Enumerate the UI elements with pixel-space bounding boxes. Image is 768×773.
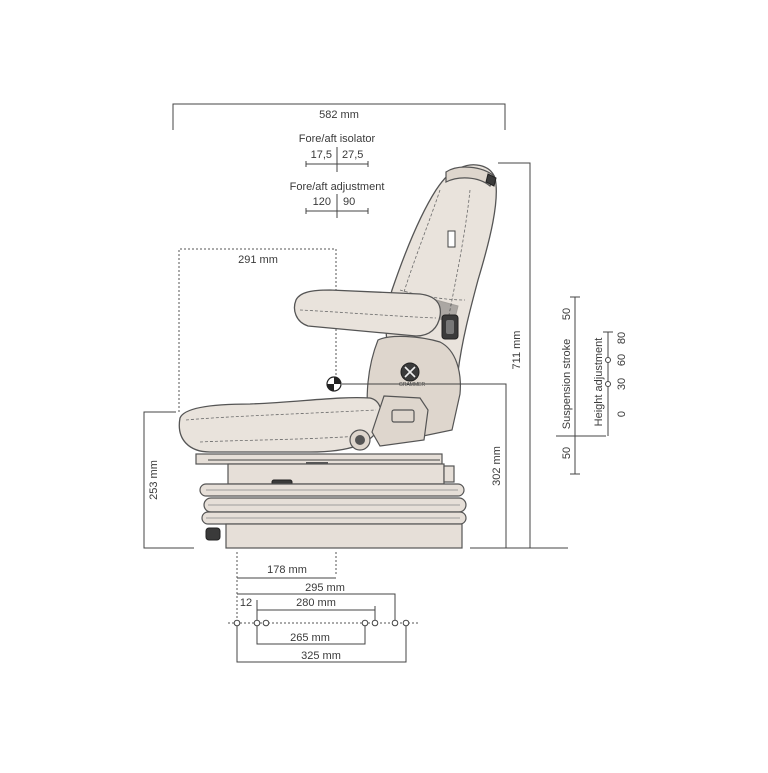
- height-adjustment-label: Height adjustment: [593, 338, 605, 427]
- armrest: [293, 289, 442, 337]
- height-adjustment-value: 30: [616, 378, 628, 390]
- sip-height-label: 302 mm: [491, 446, 503, 486]
- base-box: [225, 523, 463, 549]
- armrest-offset-dimension: 291 mm: [178, 248, 337, 412]
- suspension-top-value: 50: [561, 308, 573, 320]
- seat-illustration: GRAMMER: [178, 164, 497, 549]
- seat-height-dimension: 253 mm: [143, 411, 194, 549]
- overall-width-dimension: 582 mm: [172, 103, 506, 130]
- fore-aft-isolator: Fore/aft isolator 17,5 27,5: [299, 133, 376, 172]
- mount-hole: [391, 619, 399, 627]
- mount-295-label: 295 mm: [305, 582, 345, 594]
- sip-marker: [326, 376, 342, 392]
- mount-325-label: 325 mm: [301, 650, 341, 662]
- suspension-stroke-label: Suspension stroke: [561, 339, 573, 430]
- fore-aft-adjustment-label: Fore/aft adjustment: [290, 181, 385, 193]
- mount-hole: [262, 619, 270, 627]
- mounting-dimensions: 178 mm 295 mm 12 280 mm 265 mm 325 mm: [228, 552, 420, 663]
- seat-cushion: [178, 396, 383, 453]
- fore-aft-adjustment-left: 120: [313, 196, 331, 208]
- height-adjustment-dimension: Height adjustment 0 30 60 80: [593, 331, 628, 436]
- height-adjustment-value: 60: [616, 354, 628, 366]
- fore-aft-adjustment: Fore/aft adjustment 120 90: [290, 181, 385, 218]
- seat-height-label: 253 mm: [148, 460, 160, 500]
- mount-280-label: 280 mm: [296, 597, 336, 609]
- overall-height-dimension: 711 mm: [498, 162, 531, 549]
- height-adjustment-value: 80: [616, 332, 628, 344]
- upper-frame: [227, 463, 445, 485]
- mount-hole: [233, 619, 241, 627]
- mount-12-label: 12: [240, 597, 252, 609]
- fore-aft-isolator-right: 27,5: [342, 149, 363, 161]
- mount-hole: [361, 619, 369, 627]
- armrest-offset-label: 291 mm: [238, 254, 278, 266]
- mount-hole: [253, 619, 261, 627]
- mount-hole: [402, 619, 410, 627]
- overall-height-label: 711 mm: [511, 331, 523, 370]
- svg-text:GRAMMER: GRAMMER: [399, 382, 426, 388]
- suspension-stroke-dimension: 50 Suspension stroke 50: [556, 296, 606, 475]
- mount-265-label: 265 mm: [290, 632, 330, 644]
- front-offset-label: 178 mm: [267, 564, 307, 576]
- sip-height-dimension: 302 mm: [342, 383, 568, 549]
- mount-hole: [371, 619, 379, 627]
- suspension-bottom-value: 50: [561, 447, 573, 459]
- fore-aft-adjustment-right: 90: [343, 196, 355, 208]
- base-handle: [205, 527, 221, 541]
- fore-aft-isolator-label: Fore/aft isolator: [299, 133, 376, 145]
- overall-width-label: 582 mm: [319, 109, 359, 121]
- fore-aft-isolator-left: 17,5: [311, 149, 332, 161]
- height-adjustment-value: 0: [616, 411, 628, 417]
